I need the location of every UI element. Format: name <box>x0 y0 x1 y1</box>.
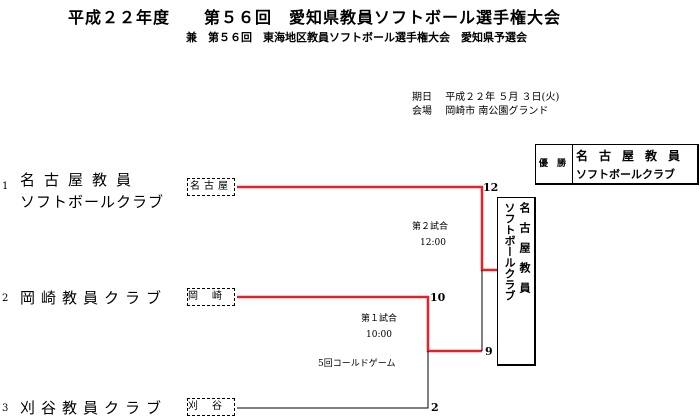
bracket-line-team1 <box>237 185 497 272</box>
date-row: 期日 平成２２年 ５月 ３日(火) <box>412 88 559 103</box>
champion-name-line2: ソフトボールクラブ <box>576 168 675 181</box>
game1-score-team2: 10 <box>430 291 446 304</box>
game2-label: 第２試合 <box>412 222 449 232</box>
venue-value: 岡崎市 南公園グランド <box>445 106 549 117</box>
game2-score-game1winner: 9 <box>485 345 493 358</box>
venue-row: 会場 岡崎市 南公園グランド <box>412 102 548 117</box>
final-winner-col1: ソフトボールクラブ <box>503 202 516 301</box>
final-winner-box: ソフトボールクラブ 名古屋教員 <box>497 197 536 366</box>
champion-box: 優 勝 名古屋教員 ソフトボールクラブ <box>535 144 699 185</box>
team3-name: 刈谷教員クラブ <box>20 399 168 417</box>
game2-time: 12:00 <box>420 238 446 248</box>
bracket-line-team3 <box>237 351 429 409</box>
bracket-line-team2 <box>237 295 482 353</box>
team1-seed: 1 <box>2 181 9 192</box>
venue-label: 会場 <box>412 106 432 117</box>
game2-score-team1: 12 <box>483 181 499 194</box>
final-winner-col2: 名古屋教員 <box>518 202 531 302</box>
game1-score-team3: 2 <box>431 401 439 414</box>
team1-name-line2: ソフトボールクラブ <box>20 193 165 211</box>
team2-abbr: 岡崎 <box>187 288 235 306</box>
team3-seed: 3 <box>2 403 9 414</box>
date-value: 平成２２年 ５月 ３日(火) <box>445 92 560 103</box>
game1-time: 10:00 <box>366 330 392 340</box>
game1-label: 第１試合 <box>361 314 398 324</box>
team1-name-line1: 名古屋教員 <box>20 171 141 189</box>
date-label: 期日 <box>412 92 432 103</box>
champion-name-line1: 名古屋教員 <box>576 149 692 163</box>
game1-note: 5回コールドゲーム <box>318 359 396 369</box>
team3-abbr: 刈谷 <box>187 398 235 416</box>
page-title: 平成２２年度 第５６回 愛知県教員ソフトボール選手権大会 <box>68 8 562 27</box>
team1-abbr: 名古屋 <box>187 178 235 196</box>
champion-label: 優 勝 <box>536 145 573 183</box>
page-subtitle: 兼 第５６回 東海地区教員ソフトボール選手権大会 愛知県予選会 <box>186 31 527 44</box>
team2-name: 岡崎教員クラブ <box>20 289 168 307</box>
team2-seed: 2 <box>2 293 9 304</box>
